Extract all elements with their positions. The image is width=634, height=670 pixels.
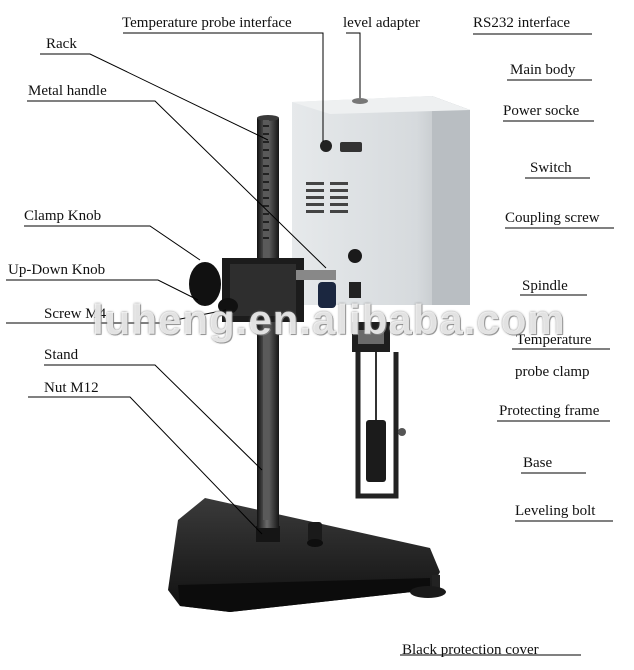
label-stand: Stand xyxy=(44,347,79,363)
leader-lines xyxy=(6,32,614,656)
label-rs232-interface: RS232 interface xyxy=(473,15,571,31)
rs232-interface xyxy=(340,142,362,152)
main-body xyxy=(292,96,470,305)
temperature-probe-interface xyxy=(320,140,332,152)
switch xyxy=(349,282,361,298)
leveling-bolt xyxy=(410,575,446,598)
watermark: luheng.en.alibaba.com xyxy=(92,296,566,343)
label-switch: Switch xyxy=(530,160,572,176)
clamp-assembly xyxy=(189,258,336,322)
label-temperature-probe-clamp-line1: Temperature xyxy=(516,332,592,348)
label-rack: Rack xyxy=(46,36,77,52)
label-main-body: Main body xyxy=(510,62,576,78)
up-down-knob xyxy=(218,298,238,314)
label-black-protection-cover: Black protection cover xyxy=(402,642,539,658)
label-nut-m12: Nut M12 xyxy=(44,380,99,396)
label-temperature-probe-interface: Temperature probe interface xyxy=(122,15,292,31)
black-protection-cover xyxy=(307,522,323,547)
label-level-adapter: level adapter xyxy=(343,15,421,31)
label-screw-m4: Screw M4 xyxy=(44,306,107,322)
coupling xyxy=(352,322,390,352)
temperature-probe-clamp xyxy=(398,428,406,436)
nut-m12 xyxy=(256,526,280,542)
label-spindle: Spindle xyxy=(522,278,568,294)
power-socket xyxy=(348,249,362,263)
base xyxy=(168,498,440,612)
protecting-frame xyxy=(355,352,399,499)
label-protecting-frame: Protecting frame xyxy=(499,403,600,419)
label-metal-handle: Metal handle xyxy=(28,83,107,99)
label-temperature-probe-clamp-line2: probe clamp xyxy=(515,364,590,380)
spindle xyxy=(366,352,386,482)
label-leveling-bolt: Leveling bolt xyxy=(515,503,596,519)
label-power-socket: Power socke xyxy=(503,103,580,119)
label-clamp-knob: Clamp Knob xyxy=(24,208,102,224)
label-coupling-screw: Coupling screw xyxy=(505,210,600,226)
label-up-down-knob: Up-Down Knob xyxy=(8,262,106,278)
clamp-knob xyxy=(189,262,221,306)
label-base: Base xyxy=(523,455,553,471)
